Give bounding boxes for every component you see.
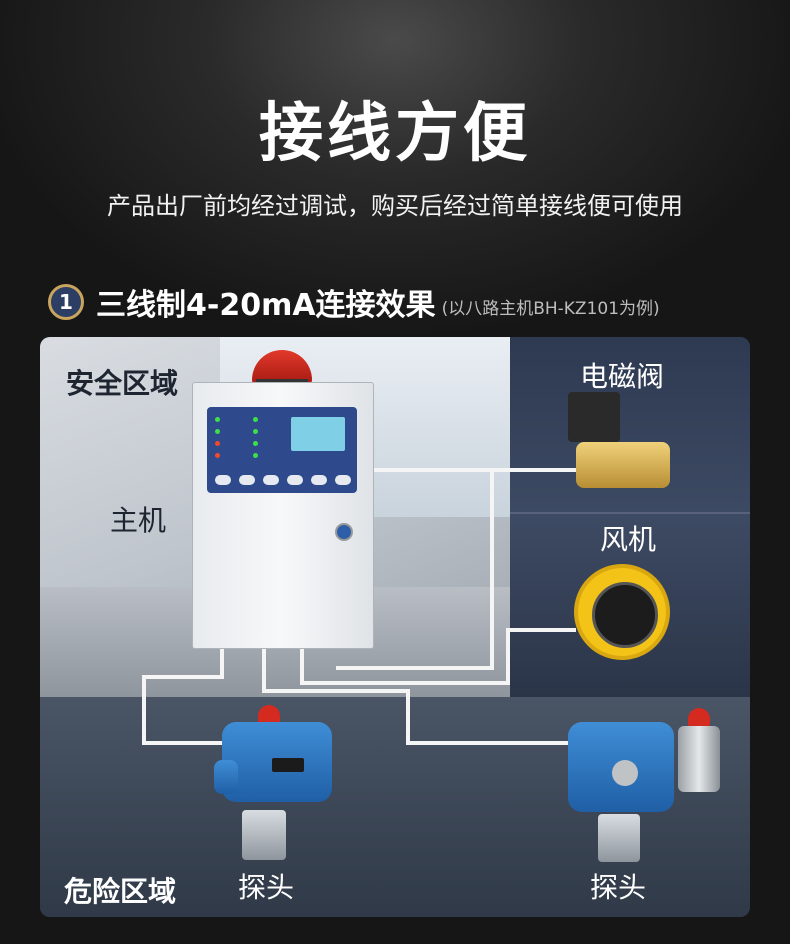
status-led-icon [253, 417, 258, 422]
controller-device [40, 337, 510, 697]
status-led-icon [253, 429, 258, 434]
cabinet-lock-icon [335, 523, 353, 541]
danger-zone-label: 危险区域 [64, 875, 177, 908]
controller-button [239, 475, 255, 485]
fan-label: 风机 [600, 523, 657, 556]
section-number-badge: 1 [48, 284, 84, 320]
wire-to-valve-stub [490, 468, 578, 472]
wire-probe-right-vertical-a [262, 645, 266, 693]
safe-zone-label: 安全区域 [66, 367, 179, 400]
detector-alarm-cylinder [678, 726, 720, 792]
detector-alarm-light-icon [688, 708, 710, 726]
valve-label: 电磁阀 [580, 360, 665, 393]
wire-to-fan-vertical [300, 645, 304, 685]
detector-cable-gland [214, 760, 238, 794]
detector-display [272, 758, 304, 772]
controller-front-panel [207, 407, 357, 493]
wire-to-fan-bottom [300, 681, 510, 685]
probe-right-label: 探头 [590, 871, 647, 904]
controller-button [263, 475, 279, 485]
controller-button [287, 475, 303, 485]
status-led-icon [215, 441, 220, 446]
wire-probe-right-horizontal [262, 689, 410, 693]
controller-lcd-screen [291, 417, 345, 451]
probe-left-label: 探头 [238, 871, 295, 904]
controller-label: 主机 [110, 504, 167, 537]
status-led-icon [253, 441, 258, 446]
wire-to-valve-bottom [336, 666, 494, 670]
wire-probe-left-horizontal [142, 675, 224, 679]
page-title: 接线方便 [259, 97, 531, 171]
controller-cabinet [192, 382, 374, 649]
wire-probe-right-vertical-b [406, 689, 410, 745]
detector-sensor-head [598, 814, 640, 862]
detector-display [612, 760, 638, 786]
wire-to-valve-top [332, 468, 490, 472]
wire-to-fan-up [506, 628, 510, 685]
wire-to-fan-stub [506, 628, 576, 632]
zone-divider [510, 512, 750, 514]
status-led-icon [215, 453, 220, 458]
controller-button [311, 475, 327, 485]
detector-alarm-light-icon [258, 705, 280, 723]
detector-sensor-head [242, 810, 286, 860]
wire-probe-right-bottom [406, 741, 572, 745]
solenoid-valve-body [576, 442, 670, 488]
wire-probe-left-vertical-a [220, 645, 224, 679]
solenoid-valve-coil [568, 392, 620, 442]
section-note: (以八路主机BH-KZ101为例) [441, 298, 660, 319]
fan-icon [574, 564, 670, 660]
section-title: 三线制4-20mA连接效果 [96, 288, 436, 323]
page-subtitle: 产品出厂前均经过调试，购买后经过简单接线便可使用 [107, 192, 683, 220]
controller-button [335, 475, 351, 485]
wire-to-valve-vertical [490, 468, 494, 670]
status-led-icon [215, 417, 220, 422]
status-led-icon [215, 429, 220, 434]
wire-probe-left-vertical-b [142, 675, 146, 745]
controller-button [215, 475, 231, 485]
section-header: 1 三线制4-20mA连接效果 (以八路主机BH-KZ101为例) [48, 282, 660, 323]
fan-blades [592, 582, 658, 648]
wire-probe-left-bottom [142, 741, 224, 745]
status-led-icon [253, 453, 258, 458]
